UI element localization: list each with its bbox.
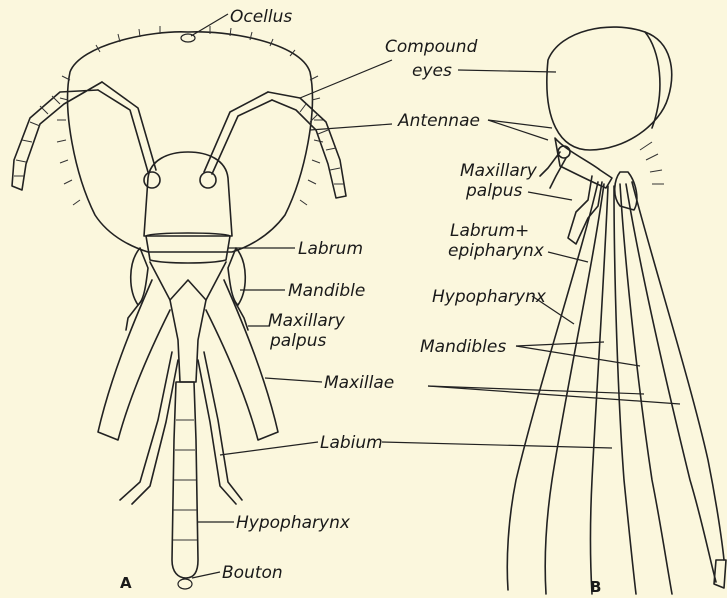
label-maxillary-palpus-a-line1: Maxillary — [268, 311, 346, 331]
label-hypopharynx-a: Hypopharynx — [236, 513, 351, 533]
label-labrum-b-line2: epipharynx — [448, 241, 545, 261]
head-capsule — [68, 32, 313, 252]
label-maxillary-palpus-a-line2: palpus — [269, 331, 326, 351]
head-bristles — [57, 26, 323, 205]
antenna-socket-right — [200, 172, 216, 188]
figure-a-head — [12, 26, 346, 589]
label-ocellus: Ocellus — [230, 7, 292, 27]
clypeus — [144, 152, 232, 236]
label-mandibles: Mandibles — [420, 337, 506, 357]
antenna-right — [204, 92, 346, 198]
label-antennae: Antennae — [397, 111, 480, 131]
maxillary-palp-right — [234, 300, 248, 330]
panel-letter-b: B — [590, 578, 601, 596]
label-labrum: Labrum — [298, 239, 363, 259]
bouton-shape — [178, 579, 192, 589]
panel-letter-a: A — [120, 574, 132, 592]
antenna-socket-left — [144, 172, 160, 188]
label-hypopharynx-b: Hypopharynx — [432, 287, 547, 307]
labrum-shape — [146, 233, 230, 263]
label-labrum-b-line1: Labrum+ — [450, 221, 529, 241]
labial-palp-left — [120, 352, 178, 504]
figure-b-labels: Compound eyes Antennae Maxillary palpus … — [300, 37, 680, 596]
label-maxillary-palpus-b-line2: palpus — [465, 181, 522, 201]
label-bouton: Bouton — [222, 563, 283, 583]
antenna-left — [12, 82, 156, 190]
label-labium: Labium — [320, 433, 383, 453]
label-maxillae: Maxillae — [324, 373, 394, 393]
label-maxillary-palpus-b-line1: Maxillary — [460, 161, 538, 181]
label-mandible: Mandible — [288, 281, 365, 301]
label-compound-eyes-line2: eyes — [412, 61, 452, 81]
figure-b-head — [507, 27, 726, 594]
label-compound-eyes-line1: Compound — [385, 37, 478, 57]
